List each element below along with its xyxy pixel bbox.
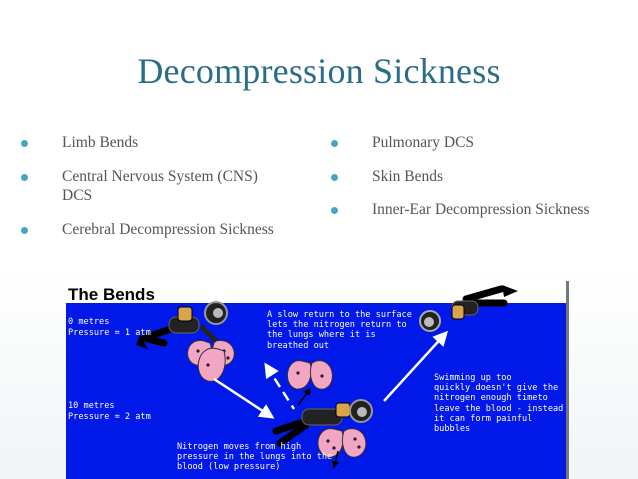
lungs-icon [287, 360, 333, 390]
bullet-item: Inner-Ear Decompression Sickness [330, 200, 620, 220]
bullet-icon [330, 200, 344, 220]
note-nitrogen-moves: Nitrogen moves from high pressure in the… [177, 442, 333, 473]
pressure-label-surface: Pressure = 1 atm [68, 328, 151, 338]
lungs-icon [197, 347, 226, 382]
diver-icon [136, 301, 228, 349]
figure-header-band [66, 281, 569, 303]
note-slow-return: A slow return to the surface lets the ni… [267, 310, 412, 351]
bullet-icon [20, 220, 34, 240]
note-swimming-up: Swimming up too quickly doesn't give the… [434, 373, 564, 435]
lungs-icon [317, 428, 367, 458]
bullet-item: Skin Bends [330, 167, 620, 187]
rapid-ascent-arrow [383, 330, 449, 402]
bullet-item: Central Nervous System (CNS) DCS [20, 167, 280, 206]
figure-title: The Bends [68, 285, 155, 304]
bullet-text: Pulmonary DCS [372, 134, 475, 151]
diver-icon [272, 399, 373, 447]
bullet-text: Central Nervous System (CNS) DCS [62, 167, 258, 205]
bullet-text: Inner-Ear Decompression Sickness [372, 201, 590, 218]
bullet-item: Pulmonary DCS [330, 133, 620, 153]
ascend-dashed-arrow [264, 362, 296, 410]
flow-arrow [297, 387, 311, 406]
bullet-icon [330, 167, 344, 187]
descend-arrow [213, 377, 275, 419]
bullet-text: Skin Bends [372, 167, 444, 185]
bullet-icon [20, 167, 34, 187]
bullet-text: Limb Bends [62, 134, 139, 151]
left-bullet-list: Limb Bends Central Nervous System (CNS) … [20, 133, 280, 253]
bullet-icon [20, 133, 34, 153]
diagram-artwork [136, 285, 518, 469]
depth-label-surface: 0 metres [68, 317, 110, 327]
bullet-icon [330, 133, 344, 153]
depth-label-10m: 10 metres [68, 401, 115, 411]
bullet-item: Limb Bends [20, 133, 280, 153]
diver-icon [419, 285, 518, 332]
slide-title: Decompression Sickness [137, 51, 501, 91]
bends-diagram: The Bends [66, 281, 569, 479]
bullet-item: Cerebral Decompression Sickness [20, 220, 280, 240]
right-bullet-list: Pulmonary DCS Skin Bends Inner-Ear Decom… [330, 133, 620, 234]
flow-arrow [331, 450, 340, 469]
figure-border [566, 281, 569, 479]
bullet-text: Cerebral Decompression Sickness [62, 220, 274, 238]
pressure-label-10m: Pressure = 2 atm [68, 412, 151, 422]
